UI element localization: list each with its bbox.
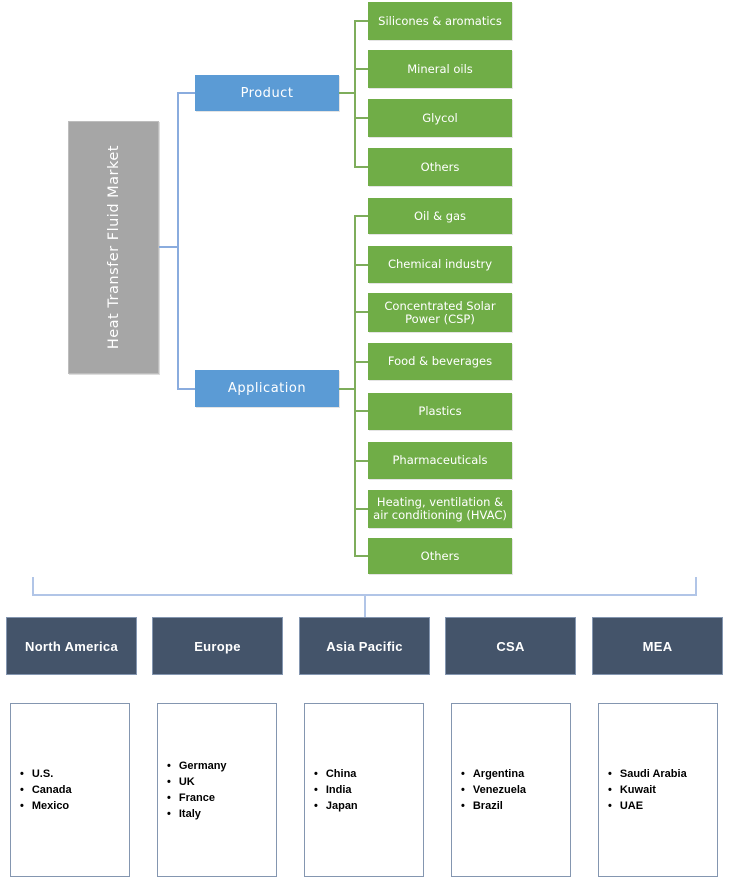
- list-item: UAE: [608, 798, 687, 814]
- list-item: UK: [167, 774, 227, 790]
- segment-label: Plastics: [418, 404, 462, 419]
- branch-application: Application: [195, 370, 339, 407]
- root-node: Heat Transfer Fluid Market: [68, 121, 159, 374]
- connector-application-stub-6: [354, 460, 368, 462]
- list-item: U.S.: [20, 766, 72, 782]
- segment-label: Heating, ventilation & air conditioning …: [373, 495, 507, 522]
- list-item: Kuwait: [608, 782, 687, 798]
- segment-label: Others: [420, 159, 460, 174]
- segment-hvac: Heating, ventilation & air conditioning …: [368, 490, 512, 528]
- region-mea: MEA: [592, 617, 723, 675]
- segment-pharmaceuticals: Pharmaceuticals: [368, 442, 512, 479]
- connector-application-stub-5: [354, 410, 368, 412]
- segment-label: Silicones & aromatics: [378, 13, 502, 28]
- region-label: CSA: [496, 638, 525, 654]
- connector-application-spine: [354, 215, 356, 557]
- root-node-label: Heat Transfer Fluid Market: [105, 145, 122, 350]
- segment-label: Glycol: [422, 110, 458, 125]
- list-item: Italy: [167, 806, 227, 822]
- segment-label: Mineral oils: [407, 61, 473, 76]
- country-list-asia-pacific: China India Japan: [304, 703, 424, 877]
- connector-trunk-to-product: [179, 92, 195, 94]
- list-item: France: [167, 790, 227, 806]
- bracket-left-stub: [32, 577, 34, 596]
- list-item: Saudi Arabia: [608, 766, 687, 782]
- list-item: Brazil: [461, 798, 526, 814]
- connector-application-stub-7: [354, 508, 368, 510]
- list-item: India: [314, 782, 358, 798]
- list-item: Argentina: [461, 766, 526, 782]
- connector-product-stub-4: [354, 166, 368, 168]
- list-item: Venezuela: [461, 782, 526, 798]
- segment-plastics: Plastics: [368, 393, 512, 430]
- segment-food-beverages: Food & beverages: [368, 343, 512, 380]
- branch-product: Product: [195, 75, 339, 111]
- segment-label: Chemical industry: [387, 257, 493, 272]
- list-item: China: [314, 766, 358, 782]
- connector-application-stub-1: [354, 215, 368, 217]
- list-item: Germany: [167, 758, 227, 774]
- connector-application-stub-4: [354, 361, 368, 363]
- segment-application-others: Others: [368, 538, 512, 574]
- region-label: North America: [25, 638, 118, 654]
- segment-label: Food & beverages: [387, 354, 493, 369]
- connector-product-stub-1: [354, 20, 368, 22]
- segment-label: Concentrated Solar Power (CSP): [384, 298, 496, 326]
- segment-silicones-aromatics: Silicones & aromatics: [368, 2, 512, 40]
- segment-label: Others: [420, 548, 460, 563]
- list-item: Mexico: [20, 798, 72, 814]
- connector-product-stub-2: [354, 68, 368, 70]
- country-list-mea: Saudi Arabia Kuwait UAE: [598, 703, 718, 877]
- connector-product-spine: [354, 20, 356, 168]
- region-csa: CSA: [445, 617, 576, 675]
- country-list-north-america: U.S. Canada Mexico: [10, 703, 130, 877]
- connector-product-stem: [339, 92, 355, 94]
- segment-mineral-oils: Mineral oils: [368, 50, 512, 88]
- list-item: Canada: [20, 782, 72, 798]
- branch-product-label: Product: [240, 85, 294, 101]
- list-item: Japan: [314, 798, 358, 814]
- connector-application-stub-8: [354, 555, 368, 557]
- connector-application-stem: [339, 388, 355, 390]
- country-list-europe: Germany UK France Italy: [157, 703, 277, 877]
- connector-application-stub-2: [354, 264, 368, 266]
- segment-oil-gas: Oil & gas: [368, 198, 512, 234]
- region-label: Europe: [194, 638, 241, 654]
- region-north-america: North America: [6, 617, 137, 675]
- region-label: Asia Pacific: [326, 638, 403, 654]
- connector-trunk-to-application: [179, 388, 195, 390]
- region-europe: Europe: [152, 617, 283, 675]
- bracket-center-drop: [364, 596, 366, 617]
- country-list-csa: Argentina Venezuela Brazil: [451, 703, 571, 877]
- segment-label: Oil & gas: [413, 208, 467, 223]
- segment-chemical-industry: Chemical industry: [368, 246, 512, 283]
- connector-product-stub-3: [354, 117, 368, 119]
- connector-trunk-vertical: [177, 92, 179, 390]
- region-label: MEA: [642, 638, 673, 654]
- connector-root-to-trunk: [159, 246, 178, 248]
- branch-application-label: Application: [227, 381, 307, 396]
- segment-label: Pharmaceuticals: [392, 453, 488, 468]
- region-asia-pacific: Asia Pacific: [299, 617, 430, 675]
- segment-csp: Concentrated Solar Power (CSP): [368, 293, 512, 332]
- segment-product-others: Others: [368, 148, 512, 186]
- bracket-horizontal: [32, 594, 697, 596]
- segment-glycol: Glycol: [368, 99, 512, 137]
- connector-application-stub-3: [354, 311, 368, 313]
- bracket-right-stub: [695, 577, 697, 596]
